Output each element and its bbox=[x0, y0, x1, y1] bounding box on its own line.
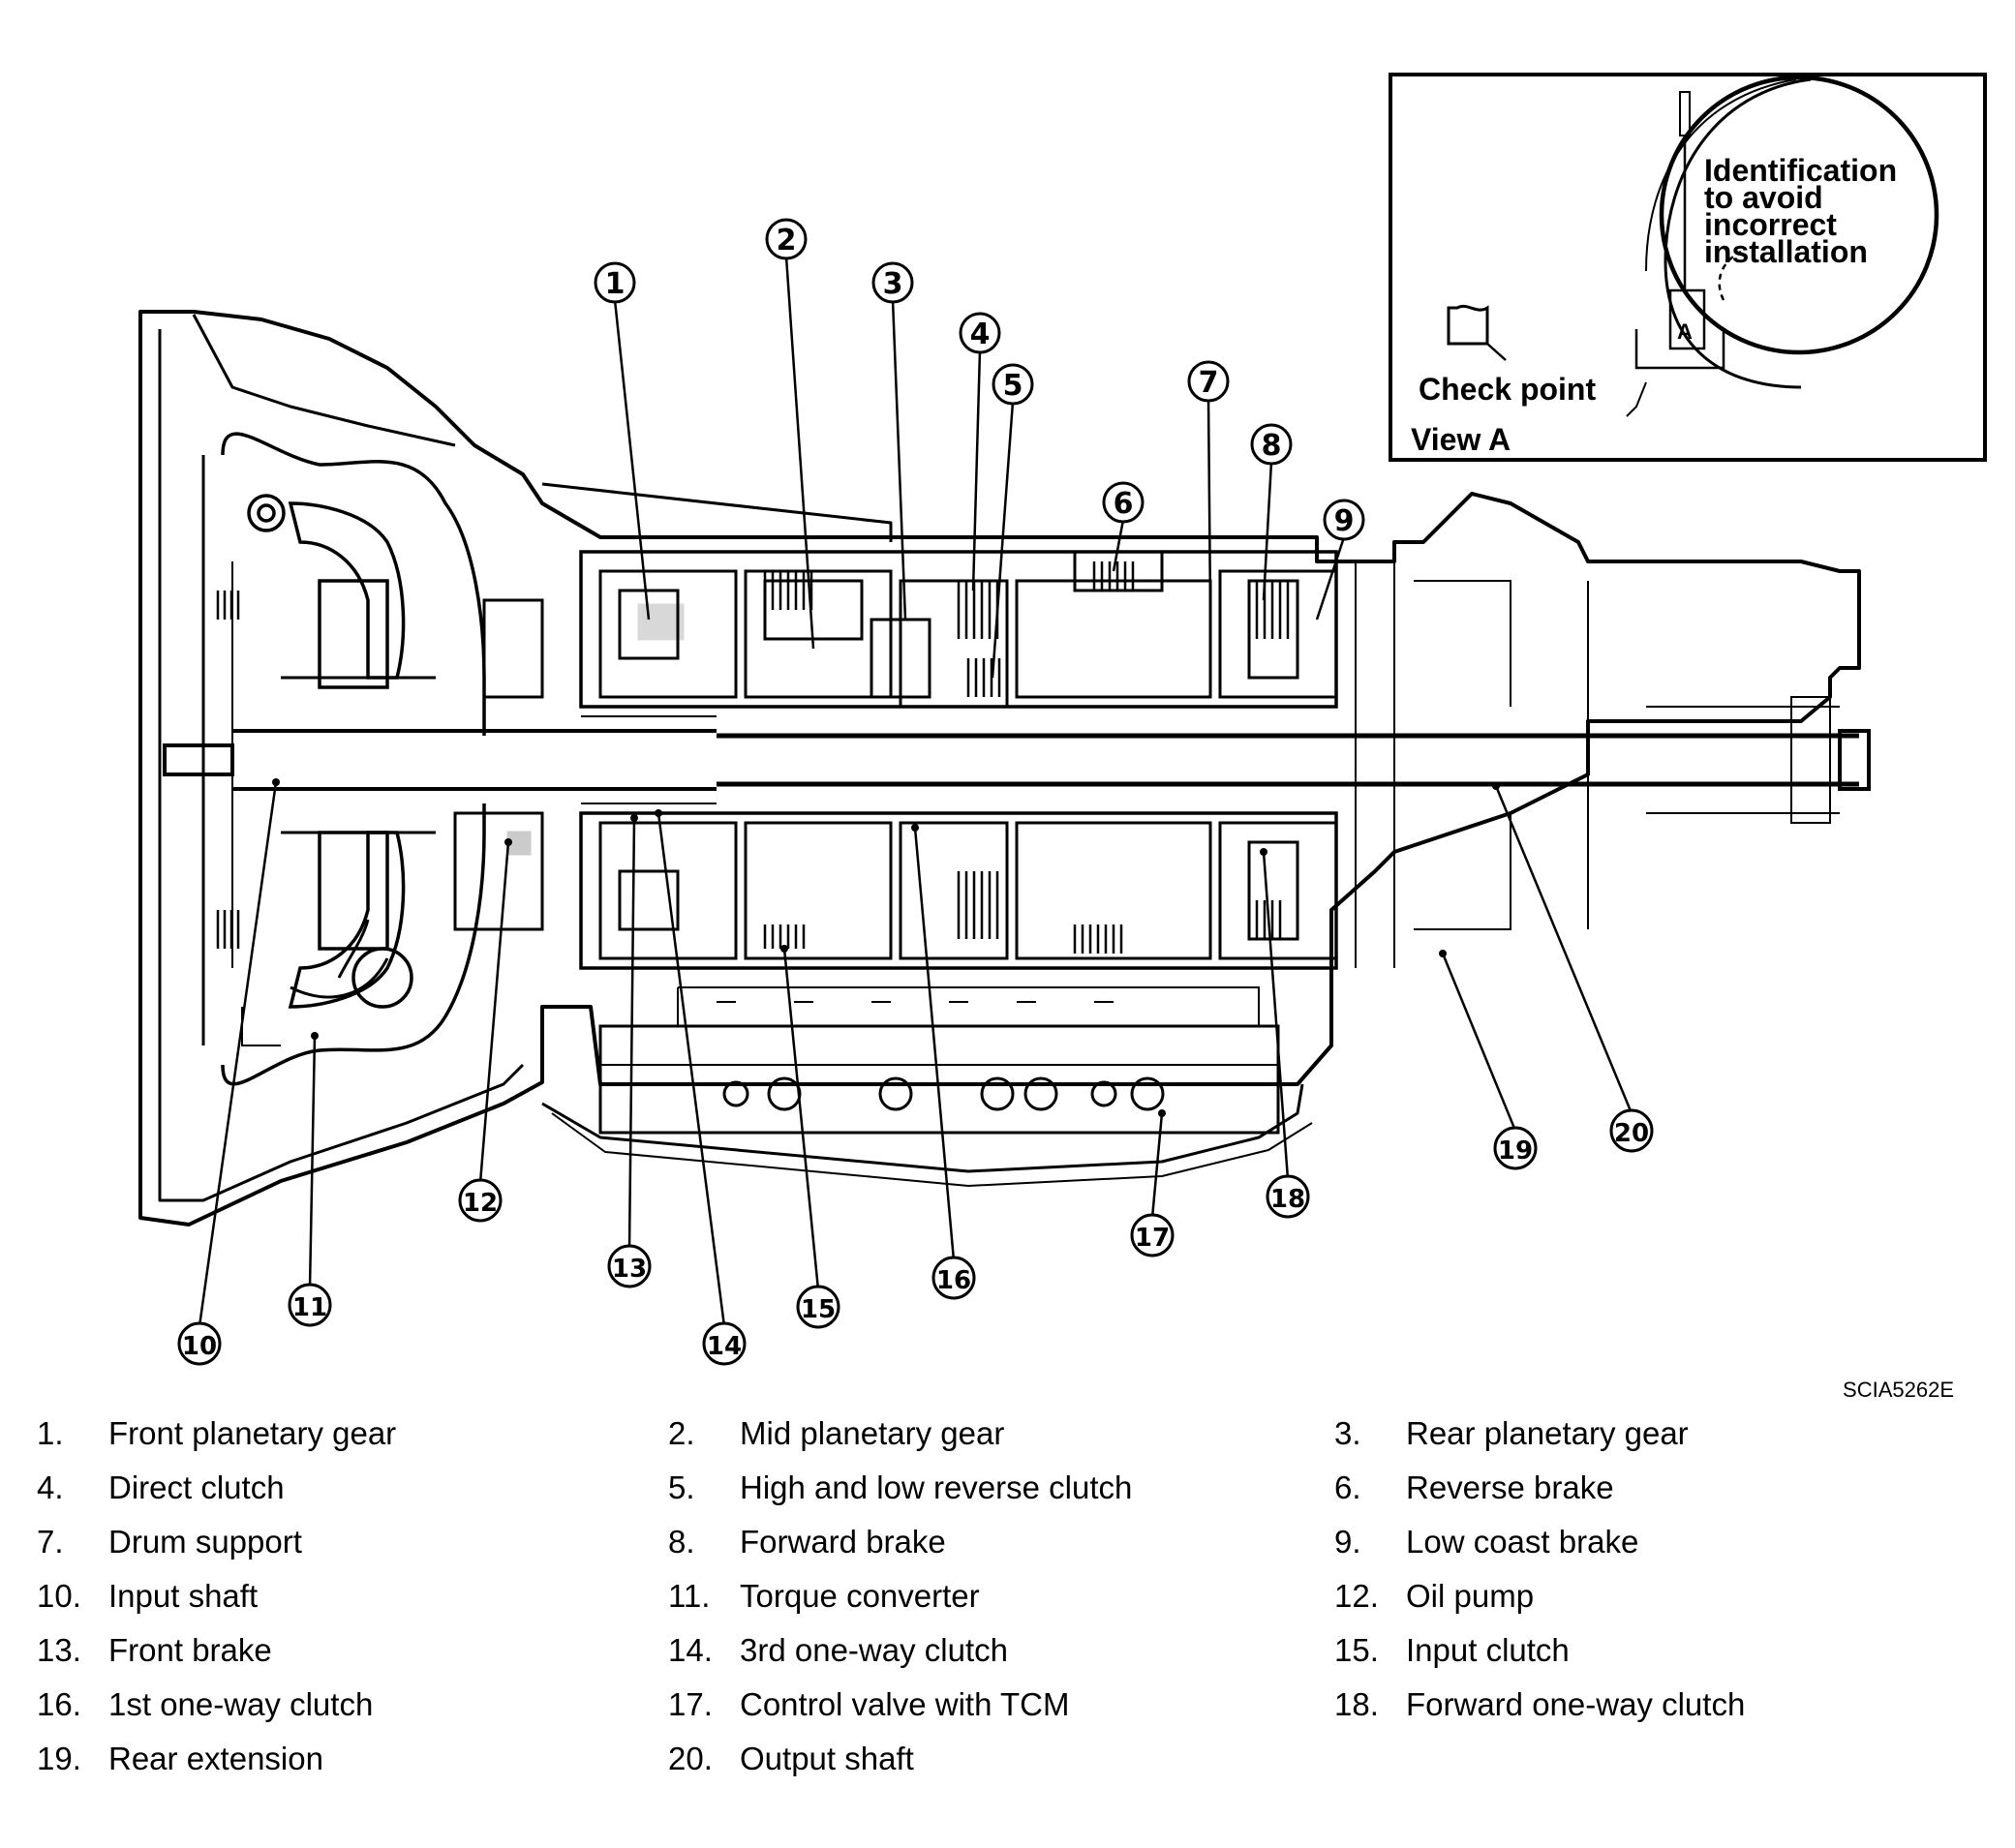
callouts: 1 2 3 4 5 6 7 bbox=[177, 218, 1654, 1366]
legend-label: Input clutch bbox=[1406, 1632, 1570, 1668]
legend-number: 11. bbox=[668, 1578, 711, 1614]
callout-18-number: 18 bbox=[1270, 1185, 1305, 1214]
legend-label: Output shaft bbox=[740, 1741, 914, 1776]
legend-label: Low coast brake bbox=[1406, 1524, 1639, 1560]
callout-11: 11 bbox=[288, 1035, 332, 1327]
callout-5: 5 bbox=[991, 363, 1034, 679]
callout-19: 19 bbox=[1441, 953, 1538, 1170]
callout-1-number: 1 bbox=[605, 267, 626, 301]
identification-line-3: incorrect bbox=[1704, 207, 1837, 242]
legend-number: 19. bbox=[37, 1741, 81, 1776]
legend-number: 4. bbox=[37, 1469, 64, 1505]
callout-9: 9 bbox=[1315, 499, 1365, 621]
legend-number: 6. bbox=[1334, 1469, 1361, 1505]
callout-2-number: 2 bbox=[777, 224, 797, 258]
shafts bbox=[163, 706, 1871, 814]
check-point-label: Check point bbox=[1419, 372, 1596, 407]
gear-train bbox=[453, 550, 1831, 1135]
callout-14: 14 bbox=[656, 812, 747, 1366]
legend-label: Drum support bbox=[108, 1524, 302, 1560]
legend-label: Rear planetary gear bbox=[1406, 1415, 1689, 1451]
legend-label: Torque converter bbox=[740, 1578, 980, 1614]
legend-number: 18. bbox=[1334, 1686, 1379, 1722]
callout-8-number: 8 bbox=[1262, 429, 1282, 463]
callout-4: 4 bbox=[959, 312, 1001, 591]
legend-label: High and low reverse clutch bbox=[740, 1469, 1133, 1505]
callout-13-number: 13 bbox=[612, 1255, 647, 1284]
legend-number: 5. bbox=[668, 1469, 695, 1505]
callout-17: 17 bbox=[1130, 1112, 1175, 1257]
legend-number: 17. bbox=[668, 1686, 713, 1722]
callout-16-number: 16 bbox=[936, 1266, 971, 1295]
callout-14-number: 14 bbox=[707, 1332, 742, 1361]
callout-20: 20 bbox=[1494, 785, 1654, 1153]
callout-15-number: 15 bbox=[801, 1295, 836, 1324]
callout-11-number: 11 bbox=[292, 1293, 327, 1322]
callout-9-number: 9 bbox=[1334, 504, 1355, 538]
callout-5-number: 5 bbox=[1003, 369, 1023, 403]
callout-12-number: 12 bbox=[463, 1189, 498, 1218]
check-point-icon bbox=[1447, 304, 1489, 346]
identification-line-1: Identification bbox=[1704, 153, 1897, 188]
callout-15: 15 bbox=[782, 948, 840, 1329]
view-a-label: View A bbox=[1411, 422, 1511, 457]
callout-19-number: 19 bbox=[1498, 1136, 1533, 1166]
transmission-case bbox=[138, 310, 1861, 1227]
legend-label: Control valve with TCM bbox=[740, 1686, 1070, 1722]
figure-code: SCIA5262E bbox=[1843, 1378, 1954, 1402]
callout-12: 12 bbox=[458, 841, 510, 1223]
legend-number: 16. bbox=[37, 1686, 81, 1722]
callout-3: 3 bbox=[871, 261, 914, 621]
legend-number: 15. bbox=[1334, 1632, 1379, 1668]
identification-line-4: installation bbox=[1704, 234, 1868, 269]
legend-number: 10. bbox=[37, 1578, 81, 1614]
view-a-inset: A Identification to avoid incorrect inst… bbox=[1389, 73, 1987, 462]
callout-16: 16 bbox=[913, 827, 976, 1300]
callout-18: 18 bbox=[1262, 851, 1310, 1219]
legend-number: 8. bbox=[668, 1524, 695, 1560]
legend-number: 1. bbox=[37, 1415, 64, 1451]
torque-converter-drawing bbox=[201, 432, 486, 1086]
legend-label: Forward brake bbox=[740, 1524, 946, 1560]
legend-label: Forward one-way clutch bbox=[1406, 1686, 1746, 1722]
callout-13: 13 bbox=[607, 817, 652, 1288]
callout-3-number: 3 bbox=[883, 267, 903, 301]
clutch-packs bbox=[216, 561, 1290, 954]
legend-label: Reverse brake bbox=[1406, 1469, 1614, 1505]
callout-20-number: 20 bbox=[1614, 1119, 1649, 1148]
callout-6: 6 bbox=[1102, 481, 1145, 572]
callout-10-number: 10 bbox=[182, 1332, 217, 1361]
legend-label: Direct clutch bbox=[108, 1469, 285, 1505]
legend-number: 20. bbox=[668, 1741, 713, 1776]
legend-label: Oil pump bbox=[1406, 1578, 1535, 1614]
legend-number: 7. bbox=[37, 1524, 64, 1560]
callout-2: 2 bbox=[765, 218, 815, 650]
callout-8: 8 bbox=[1250, 423, 1293, 601]
legend-label: Rear extension bbox=[108, 1741, 323, 1776]
legend-number: 2. bbox=[668, 1415, 695, 1451]
legend-label: 3rd one-way clutch bbox=[740, 1632, 1008, 1668]
legend-number: 3. bbox=[1334, 1415, 1361, 1451]
legend-label: Front planetary gear bbox=[108, 1415, 397, 1451]
legend-label: Input shaft bbox=[108, 1578, 259, 1614]
parts-legend: 1. Front planetary gear 2. Mid planetary… bbox=[0, 1394, 2015, 1801]
legend-label: Mid planetary gear bbox=[740, 1415, 1005, 1451]
callout-4-number: 4 bbox=[970, 318, 991, 351]
callout-7: 7 bbox=[1187, 360, 1230, 611]
legend-label: 1st one-way clutch bbox=[108, 1686, 374, 1722]
view-a-marker: A bbox=[1677, 319, 1693, 344]
callout-7-number: 7 bbox=[1199, 366, 1219, 400]
legend-label: Front brake bbox=[108, 1632, 272, 1668]
callout-1: 1 bbox=[594, 261, 651, 621]
callout-6-number: 6 bbox=[1114, 487, 1134, 521]
callout-17-number: 17 bbox=[1135, 1224, 1170, 1253]
legend-number: 13. bbox=[37, 1632, 81, 1668]
legend-number: 12. bbox=[1334, 1578, 1379, 1614]
callout-10: 10 bbox=[177, 781, 278, 1366]
legend-number: 14. bbox=[668, 1632, 713, 1668]
identification-line-2: to avoid bbox=[1704, 180, 1823, 215]
legend-number: 9. bbox=[1334, 1524, 1361, 1560]
